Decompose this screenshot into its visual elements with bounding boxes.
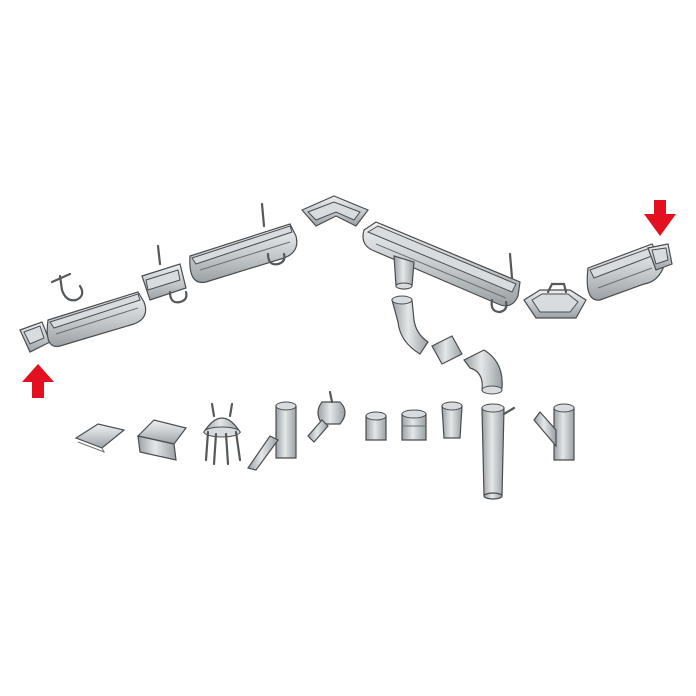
- pipe-coupling-3: [441, 401, 463, 439]
- gutter-corner-right: [523, 282, 587, 319]
- downpipe-elbow-lower: [463, 349, 503, 395]
- gutter-section-2: [189, 202, 298, 284]
- pipe-coupling-2: [401, 409, 427, 441]
- arrow-down-icon: [644, 200, 676, 236]
- gutter-outlet-nozzle: [393, 255, 415, 290]
- gutter-end-cap-right: [647, 243, 673, 271]
- downpipe-rain-diverter: [247, 401, 297, 471]
- gutter-corner-peak: [301, 195, 369, 227]
- downpipe-long: [481, 403, 516, 500]
- gutter-section-outlet: [362, 221, 521, 314]
- gutter-end-cap-left: [19, 321, 51, 353]
- y-branch-fitting: [533, 403, 575, 461]
- bent-flashing-accessory: [136, 419, 188, 461]
- downpipe-straight-short: [431, 335, 463, 365]
- arrow-up-icon: [22, 364, 54, 398]
- gutter-section-right: [586, 243, 665, 301]
- pipe-coupling-1: [365, 411, 387, 441]
- leaf-guard-cage: [202, 402, 242, 466]
- gutter-section-1: [46, 291, 147, 348]
- rainwater-collector-valve: [307, 390, 346, 443]
- gutter-connector: [141, 244, 188, 304]
- gutter-hanger-1: [50, 272, 84, 302]
- downpipe-elbow-upper: [391, 295, 429, 355]
- flat-sheet-accessory: [74, 423, 126, 453]
